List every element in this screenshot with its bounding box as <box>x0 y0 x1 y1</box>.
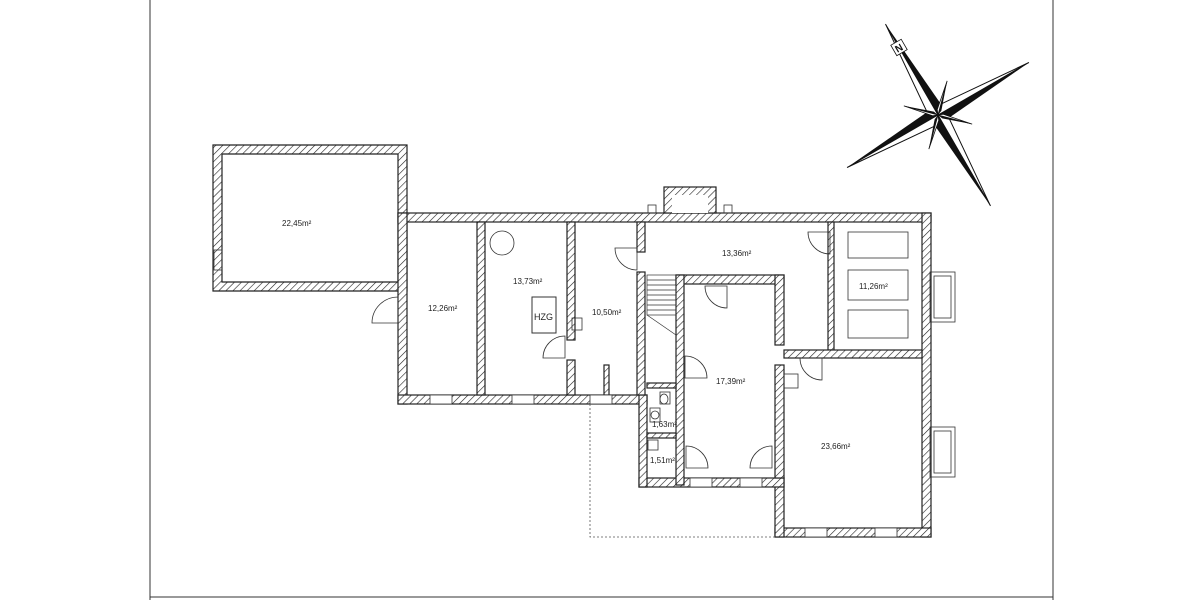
room-area-label: 10,50m² <box>592 308 622 317</box>
interior-walls <box>476 221 923 486</box>
room-area-label: 1,51m² <box>650 456 675 465</box>
room-area-label: 11,26m² <box>859 282 888 291</box>
room-area-label: 13,36m² <box>722 249 752 258</box>
tank-icon <box>489 230 515 256</box>
bay-projections <box>213 186 956 478</box>
room-area-label: 13,73m² <box>513 277 543 286</box>
door-swings <box>371 231 831 469</box>
fixtures <box>489 230 909 451</box>
room-area-label: 1,63m² <box>652 420 677 429</box>
room-area-label: 17,39m² <box>716 377 746 386</box>
compass-rose-icon: N <box>846 23 1030 207</box>
heating-unit-label: HZG <box>534 312 553 322</box>
windows <box>429 394 898 538</box>
room-area-label: 23,66m² <box>821 442 851 451</box>
room-area-label: 12,26m² <box>428 304 458 313</box>
heating-unit-box <box>531 296 557 334</box>
room-area-label: 22,45m² <box>282 219 312 228</box>
garage-walls <box>212 144 408 292</box>
staircase <box>646 274 677 336</box>
terrace-outline <box>589 404 775 538</box>
compass-north-label: N <box>894 42 906 55</box>
